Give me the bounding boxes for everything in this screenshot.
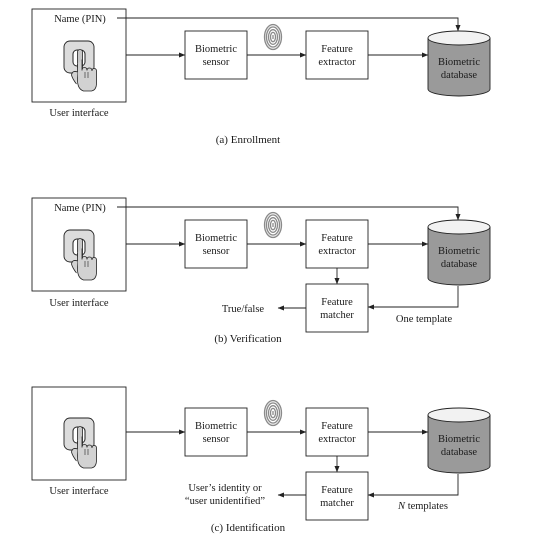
feature-extractor-box xyxy=(305,407,369,457)
feature-matcher-box xyxy=(305,471,369,521)
name-to-database-arrow xyxy=(117,17,461,32)
fingerprint-icon xyxy=(263,211,283,239)
feature-extractor-box xyxy=(305,30,369,80)
identification-caption: (c) Identification xyxy=(211,522,286,534)
feature-extractor-box xyxy=(305,219,369,269)
name-to-database-arrow xyxy=(117,206,461,221)
biometric-sensor-box xyxy=(184,219,248,269)
name-pin-label: Name (PIN) xyxy=(54,203,106,214)
templates-label: One template xyxy=(396,314,453,325)
biometric-database-cylinder xyxy=(427,219,491,286)
name-pin-mask xyxy=(43,200,117,215)
verification-caption: (b) Verification xyxy=(214,333,282,345)
user-interface-label: User interface xyxy=(49,108,109,119)
database-to-matcher-arrow xyxy=(367,474,459,498)
templates-label: N templates xyxy=(397,501,448,512)
biometric-sensor-box xyxy=(184,407,248,457)
fingerprint-icon xyxy=(263,23,283,51)
database-to-matcher-arrow xyxy=(367,286,459,310)
name-pin-label: Name (PIN) xyxy=(54,14,106,25)
result-label: True/false xyxy=(222,304,265,315)
user-interface-label: User interface xyxy=(49,298,109,309)
result-label: User’s identity or“user unidentified” xyxy=(185,483,266,507)
biometric-database-cylinder xyxy=(427,407,491,474)
user-interface-label: User interface xyxy=(49,486,109,497)
name-pin-mask xyxy=(43,11,117,26)
fingerprint-icon xyxy=(263,399,283,427)
enrollment-caption: (a) Enrollment xyxy=(216,134,280,146)
feature-matcher-box xyxy=(305,283,369,333)
biometric-sensor-box xyxy=(184,30,248,80)
